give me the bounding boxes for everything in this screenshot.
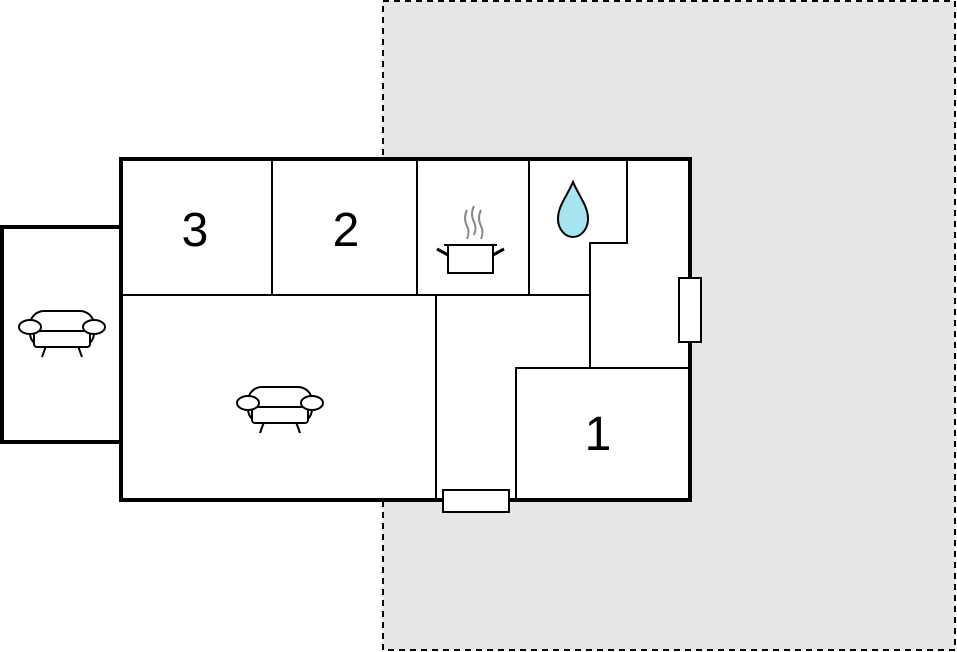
- water-drop-icon: [556, 179, 590, 239]
- veranda-sofa-icon: [18, 310, 106, 358]
- bedroom-2-label: 2: [333, 204, 360, 257]
- window-bottom: [442, 489, 510, 513]
- bedroom-3-label: 3: [182, 204, 209, 257]
- bedroom-1-label: 1: [585, 408, 612, 461]
- window-right: [678, 277, 702, 343]
- house-fill: [121, 159, 690, 500]
- cooking-pot-icon: [436, 205, 505, 274]
- sofa-icon: [236, 386, 324, 434]
- interior-walls: [121, 159, 690, 500]
